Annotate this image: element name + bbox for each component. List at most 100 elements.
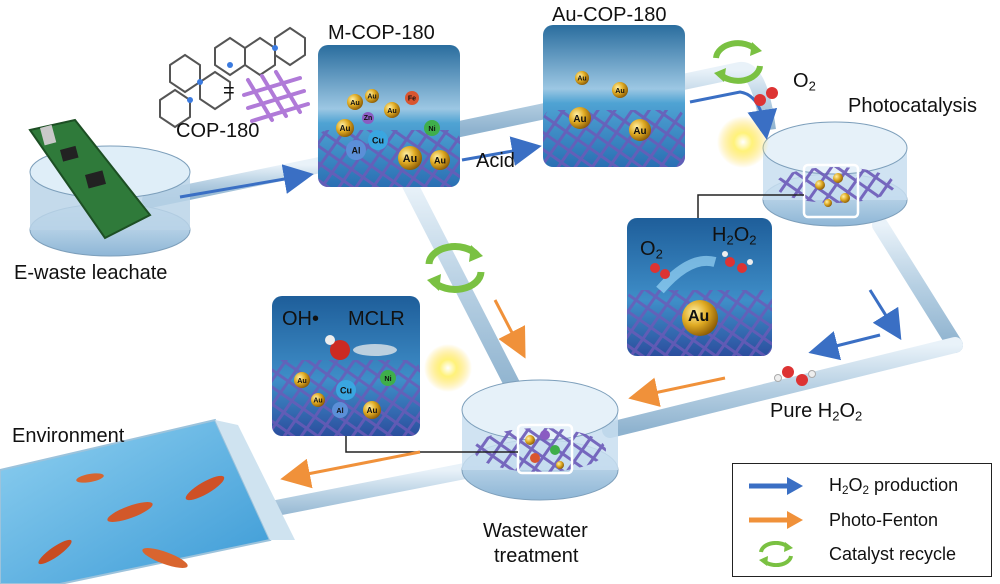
particle-label: Cu bbox=[372, 136, 384, 146]
wastewater-basin bbox=[461, 379, 619, 501]
particle-label: Au bbox=[367, 406, 378, 415]
particle-label: Au bbox=[350, 98, 360, 107]
pipe-right-to-wastewater bbox=[602, 337, 963, 438]
orange-arrow-icon bbox=[749, 511, 803, 529]
arrow-h2o2-1 bbox=[179, 164, 314, 199]
particle-fe bbox=[405, 91, 419, 105]
flow-arrows bbox=[179, 90, 902, 489]
arrow-fenton-1 bbox=[493, 299, 526, 359]
aucop-tile bbox=[543, 25, 685, 167]
particle-label: Au bbox=[297, 376, 307, 385]
inset-connector-top bbox=[697, 194, 804, 220]
inset-connector-bottom bbox=[345, 436, 518, 453]
fish-1 bbox=[107, 502, 153, 522]
ewaste-basin bbox=[28, 118, 191, 257]
ewaste-label: E-waste leachate bbox=[14, 262, 168, 284]
environment-pool bbox=[0, 418, 295, 584]
oh-radical-label: OH• bbox=[282, 308, 320, 330]
particle-ni bbox=[380, 370, 396, 386]
arrow-fenton-3 bbox=[280, 450, 421, 489]
particle-label: Au bbox=[313, 397, 322, 404]
legend-item-recycle: Catalyst recycle bbox=[747, 541, 956, 567]
blue-arrow-icon bbox=[749, 477, 803, 495]
h2o2-molecule bbox=[774, 366, 816, 386]
legend-label-fenton: Photo-Fenton bbox=[829, 509, 939, 530]
particle-label: Al bbox=[352, 146, 361, 156]
particle-label: Zn bbox=[364, 115, 373, 122]
inset-h2o2-label: H2O2 bbox=[712, 224, 757, 248]
environment-label: Environment bbox=[12, 425, 125, 447]
equals-sign: = bbox=[223, 80, 235, 102]
arrow-fenton-2 bbox=[628, 376, 726, 407]
arrow-h2o2-4 bbox=[868, 289, 902, 341]
mclr-inset bbox=[272, 296, 420, 436]
particle-cu bbox=[336, 380, 356, 400]
cop-label: COP-180 bbox=[176, 120, 260, 142]
particle-au bbox=[398, 146, 422, 170]
particle-label: Al bbox=[336, 406, 343, 415]
legend-label-h2o2: H2O2 production bbox=[829, 475, 959, 497]
mcop-title: M-COP-180 bbox=[328, 22, 435, 44]
aucop-title: Au-COP-180 bbox=[552, 4, 667, 26]
particle-au bbox=[347, 94, 363, 110]
mclr-label: MCLR bbox=[348, 308, 405, 330]
wastewater-label-line2: treatment bbox=[494, 545, 579, 567]
particle-au bbox=[336, 119, 354, 137]
particle-label: Au bbox=[340, 124, 351, 133]
wastewater-label-line1: Wastewater bbox=[483, 520, 588, 542]
inset-au-label: Au bbox=[688, 308, 710, 325]
particle-label: Ni bbox=[428, 124, 435, 133]
sun-icon bbox=[717, 116, 769, 168]
au-inset bbox=[627, 218, 772, 356]
cop-structure bbox=[159, 26, 310, 129]
particle-label: Au bbox=[367, 93, 376, 100]
fish-2 bbox=[185, 475, 225, 501]
inset-au-sphere bbox=[682, 300, 718, 336]
inset-o2-label: O2 bbox=[640, 238, 663, 262]
pipe-right-down bbox=[872, 217, 963, 353]
fish-4 bbox=[38, 539, 72, 565]
cop-mesh-icon bbox=[242, 70, 310, 123]
legend: H2O2 production Photo-Fenton Catalyst re… bbox=[732, 463, 992, 577]
recycle-icon-top bbox=[713, 40, 763, 84]
particle-au bbox=[569, 107, 591, 129]
arrow-h2o2-2 bbox=[461, 136, 542, 166]
particle-label: Au bbox=[577, 75, 586, 82]
particle-al bbox=[346, 140, 366, 160]
particle-au bbox=[365, 89, 379, 103]
photocatalysis-basin bbox=[762, 121, 908, 227]
arrow-h2o2-5 bbox=[808, 331, 881, 361]
particle-au bbox=[629, 119, 651, 141]
particle-au bbox=[430, 150, 450, 170]
fish-5 bbox=[76, 473, 104, 483]
particle-au bbox=[575, 71, 589, 85]
photocatalysis-label: Photocatalysis bbox=[848, 95, 977, 117]
particle-au bbox=[612, 82, 628, 98]
particle-cu bbox=[368, 130, 388, 150]
particle-label: Au bbox=[633, 126, 646, 137]
pure-h2o2-label: Pure H2O2 bbox=[770, 400, 863, 424]
particle-au bbox=[363, 401, 381, 419]
particle-label: Ni bbox=[384, 374, 391, 383]
particle-label: Fe bbox=[408, 95, 416, 102]
particle-label: Au bbox=[615, 86, 625, 95]
particle-ni bbox=[424, 120, 440, 136]
sun-icon-lower bbox=[424, 344, 472, 392]
acid-label: Acid bbox=[476, 150, 515, 172]
particle-label: Au bbox=[434, 156, 446, 166]
particle-label: Au bbox=[403, 153, 417, 165]
particle-label: Au bbox=[573, 114, 586, 125]
particle-au bbox=[294, 372, 310, 388]
o2-molecule bbox=[754, 87, 778, 106]
fish-3 bbox=[142, 548, 188, 568]
recycle-icon-middle bbox=[425, 243, 485, 293]
recycle-icon bbox=[759, 541, 793, 567]
o2-label: O2 bbox=[793, 70, 816, 94]
particle-au bbox=[311, 393, 325, 407]
legend-label-recycle: Catalyst recycle bbox=[829, 543, 957, 564]
